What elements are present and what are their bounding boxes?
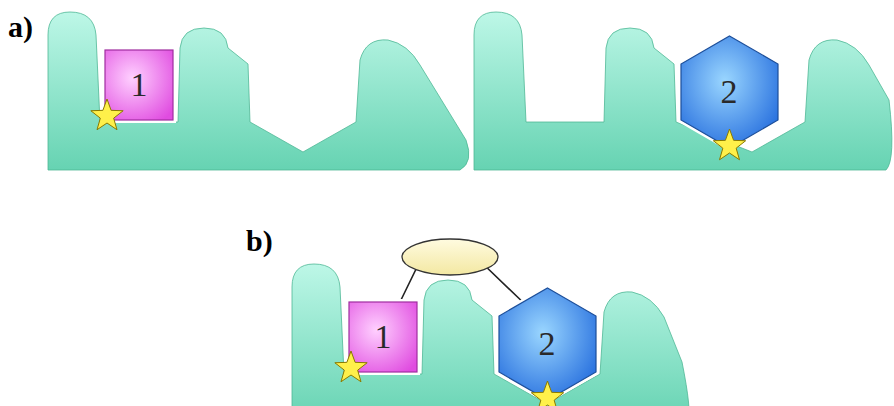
star-marker — [713, 129, 745, 160]
ligand-halo — [105, 50, 173, 120]
hexagon-ligand: 2 — [681, 36, 778, 148]
star-marker — [91, 99, 123, 130]
star-marker — [335, 351, 367, 382]
square-body — [349, 302, 417, 372]
hexagon-ligand: 2 — [499, 288, 596, 400]
panel-label: b) — [246, 226, 273, 256]
square-ligand: 1 — [105, 50, 173, 120]
star-marker — [531, 381, 563, 406]
square-body — [105, 50, 173, 120]
protein-shape — [292, 264, 689, 406]
protein-shape — [48, 12, 469, 170]
ligand-number: 1 — [375, 320, 392, 354]
linker-ellipse — [402, 239, 498, 275]
square-ligand: 1 — [349, 302, 417, 372]
ligand-number: 2 — [539, 327, 556, 361]
protein-shape — [474, 12, 892, 170]
ligand-number: 2 — [721, 75, 738, 109]
panel-label: a) — [8, 12, 33, 42]
ligand-number: 1 — [131, 68, 148, 102]
ligand-halo — [349, 302, 417, 372]
